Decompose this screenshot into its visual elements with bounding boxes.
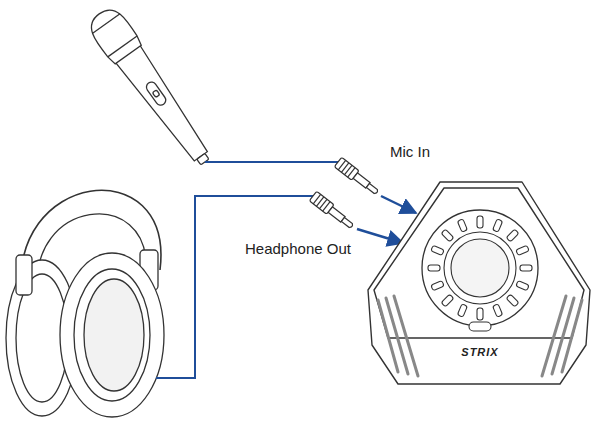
sound-card: STRIX bbox=[366, 178, 592, 388]
headphone-plug bbox=[309, 191, 355, 231]
brand-logo: STRIX bbox=[461, 346, 498, 358]
mic-cable bbox=[205, 161, 338, 163]
port-label: Mic In bbox=[390, 143, 430, 161]
mic-arrow bbox=[381, 196, 416, 213]
mic-plug bbox=[334, 157, 380, 197]
headphone-arrow bbox=[357, 229, 403, 243]
microphone bbox=[84, 3, 220, 173]
port-label: Headphone Out bbox=[245, 240, 351, 258]
headphone-cable bbox=[156, 196, 313, 378]
headphones bbox=[6, 190, 164, 417]
